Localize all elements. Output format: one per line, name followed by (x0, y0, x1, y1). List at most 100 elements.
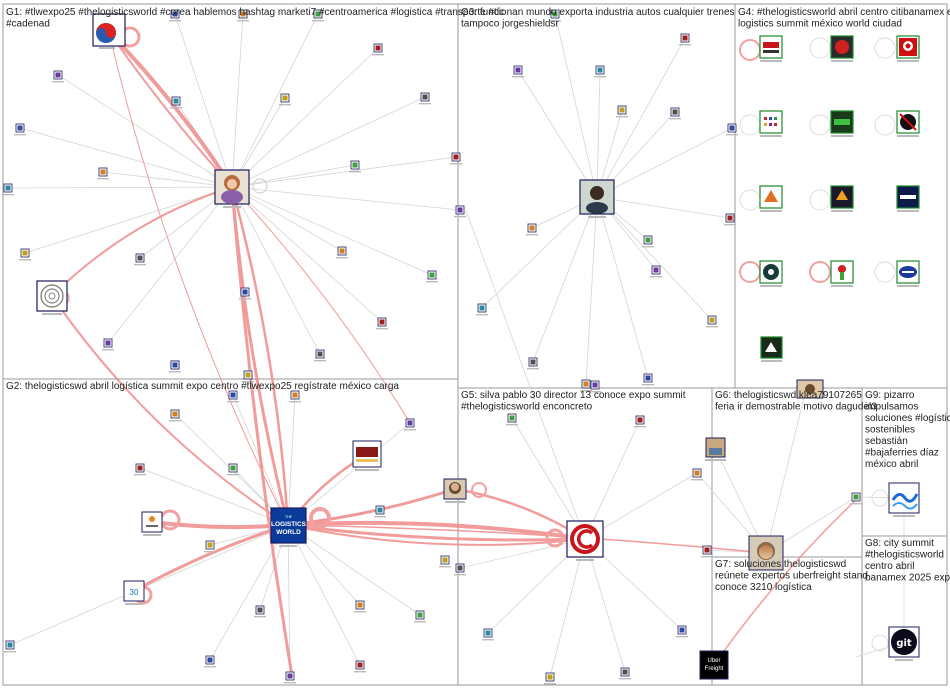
small-node[interactable] (204, 540, 216, 553)
small-node[interactable] (676, 625, 688, 638)
edge (231, 186, 383, 323)
small-node[interactable] (650, 265, 662, 278)
node-g4-wheel-logo[interactable] (759, 260, 783, 287)
small-node[interactable] (237, 9, 249, 22)
small-node[interactable] (482, 628, 494, 641)
node-g4-navy-logo[interactable] (896, 185, 920, 212)
small-node[interactable] (526, 223, 538, 236)
node-g4-arrow-logo[interactable] (760, 336, 783, 362)
small-node[interactable] (19, 248, 31, 261)
small-node[interactable] (414, 610, 426, 623)
small-node[interactable] (691, 468, 703, 481)
strong-edge (108, 31, 233, 188)
small-node[interactable] (706, 315, 718, 328)
node-g9-ferries-logo[interactable] (888, 482, 920, 517)
small-node[interactable] (634, 415, 646, 428)
node-g4-dark-logo[interactable] (830, 185, 854, 212)
node-g5-hub-c-logo[interactable] (566, 520, 604, 561)
node-g4-tbl-logo[interactable] (896, 110, 920, 137)
small-node[interactable] (254, 605, 266, 618)
small-node[interactable] (336, 246, 348, 259)
small-node[interactable] (170, 96, 182, 109)
node-g4-dac-logo[interactable] (759, 35, 783, 62)
small-node[interactable] (242, 370, 254, 383)
small-node[interactable] (619, 667, 631, 680)
small-node[interactable] (354, 660, 366, 673)
small-node[interactable] (134, 253, 146, 266)
small-node[interactable] (169, 409, 181, 422)
small-node[interactable] (589, 380, 601, 393)
small-node[interactable] (239, 287, 251, 300)
small-node[interactable] (4, 640, 16, 653)
small-node[interactable] (726, 123, 738, 136)
small-node[interactable] (506, 413, 518, 426)
node-g3-central-user[interactable] (579, 179, 615, 218)
node-g6-top-avatar[interactable] (796, 379, 824, 399)
small-node[interactable] (549, 9, 561, 22)
node-g2-thirty-logo[interactable]: 30 (123, 580, 145, 605)
small-node[interactable] (476, 303, 488, 316)
small-node[interactable] (284, 671, 296, 684)
small-node[interactable] (616, 105, 628, 118)
node-g6-child-avatar[interactable] (748, 535, 784, 571)
node-g2-brand-logo[interactable] (141, 511, 163, 536)
small-node[interactable] (404, 418, 416, 431)
node-g2-event-banner[interactable] (352, 440, 382, 471)
small-node[interactable] (289, 390, 301, 403)
small-node[interactable] (52, 70, 64, 83)
node-g1-korea-avatar[interactable] (92, 13, 126, 49)
node-g4-oval-logo[interactable] (896, 260, 920, 287)
node-g4-green-logo[interactable] (830, 110, 854, 137)
node-g1-circle-logo[interactable] (36, 280, 68, 315)
small-node[interactable] (642, 373, 654, 386)
small-node[interactable] (204, 655, 216, 668)
small-node[interactable] (850, 492, 862, 505)
small-node[interactable] (312, 9, 324, 22)
node-g7-uber-freight[interactable]: Uber Freight (699, 650, 729, 680)
node-g2-logistics-world[interactable]: THE LOGISTICS WORLD (270, 507, 307, 547)
small-node[interactable] (419, 92, 431, 105)
node-g4-colorful-logo[interactable] (759, 110, 783, 137)
small-node[interactable] (454, 563, 466, 576)
small-node[interactable] (580, 379, 592, 392)
small-node[interactable] (450, 152, 462, 165)
small-node[interactable] (279, 93, 291, 106)
small-node[interactable] (544, 672, 556, 685)
small-node[interactable] (227, 390, 239, 403)
small-node[interactable] (134, 463, 146, 476)
small-node[interactable] (374, 505, 386, 518)
small-node[interactable] (376, 317, 388, 330)
small-node[interactable] (724, 213, 736, 226)
edge (596, 127, 733, 198)
small-node[interactable] (314, 349, 326, 362)
small-node[interactable] (594, 65, 606, 78)
small-node[interactable] (14, 123, 26, 136)
node-g6-photo[interactable] (705, 437, 726, 461)
small-node[interactable] (372, 43, 384, 56)
node-g2-speaker-avatar[interactable] (443, 478, 467, 503)
node-g4-orange-logo[interactable] (759, 185, 783, 212)
small-node[interactable] (349, 160, 361, 173)
small-node[interactable] (642, 235, 654, 248)
node-g4-red-mascot[interactable] (830, 35, 854, 62)
small-node[interactable] (354, 600, 366, 613)
small-node[interactable] (169, 9, 181, 22)
node-g8-git-logo[interactable]: git (888, 626, 920, 661)
small-node[interactable] (227, 463, 239, 476)
small-node[interactable] (439, 555, 451, 568)
small-node[interactable] (2, 183, 14, 196)
small-node[interactable] (97, 167, 109, 180)
small-node[interactable] (669, 107, 681, 120)
uber-freight-logo-line2: Freight (705, 666, 724, 672)
small-node[interactable] (701, 545, 713, 558)
small-node[interactable] (527, 357, 539, 370)
node-g4-pin-logo[interactable] (830, 260, 854, 287)
node-g4-pinterest-like[interactable] (896, 35, 920, 62)
small-node[interactable] (512, 65, 524, 78)
small-node[interactable] (679, 33, 691, 46)
node-g1-central-user[interactable] (214, 169, 250, 208)
small-node[interactable] (102, 338, 114, 351)
small-node[interactable] (426, 270, 438, 283)
small-node[interactable] (454, 205, 466, 218)
small-node[interactable] (169, 360, 181, 373)
